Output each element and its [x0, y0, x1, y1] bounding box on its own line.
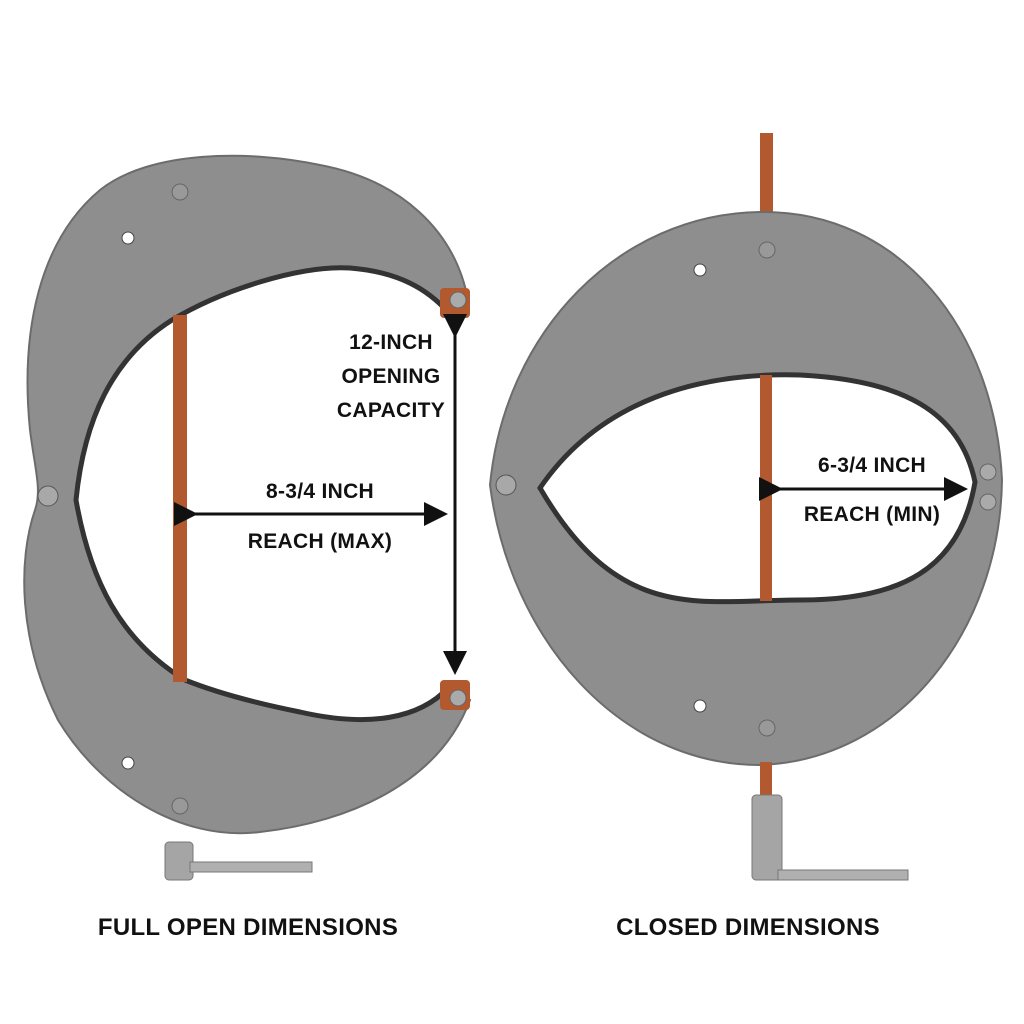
pivot-pin: [37, 485, 59, 507]
opening-line-3: CAPACITY: [336, 399, 446, 422]
pivot-pin: [495, 474, 517, 496]
screw-rod-closed: [760, 375, 772, 601]
handle: [164, 841, 194, 881]
t-bar: [777, 869, 909, 881]
opening-capacity-label: 12-INCH OPENING CAPACITY: [336, 326, 446, 428]
threaded-rod-top: [760, 133, 773, 218]
reach-min-value: 6-3/4 INCH: [817, 454, 927, 477]
reach-max-value: 8-3/4 INCH: [265, 480, 375, 503]
closed-clamp: [488, 133, 1004, 881]
screw-rod: [173, 315, 187, 682]
opening-line-1: 12-INCH: [349, 331, 433, 354]
reach-max-label: REACH (MAX): [247, 530, 393, 553]
open-clamp: [23, 154, 472, 881]
reach-min-label: REACH (MIN): [803, 503, 941, 526]
t-bar: [189, 861, 313, 873]
closed-caption: CLOSED DIMENSIONS: [616, 914, 880, 941]
handle: [751, 794, 783, 881]
full-open-caption: FULL OPEN DIMENSIONS: [97, 914, 399, 941]
opening-line-2: OPENING: [341, 365, 441, 388]
